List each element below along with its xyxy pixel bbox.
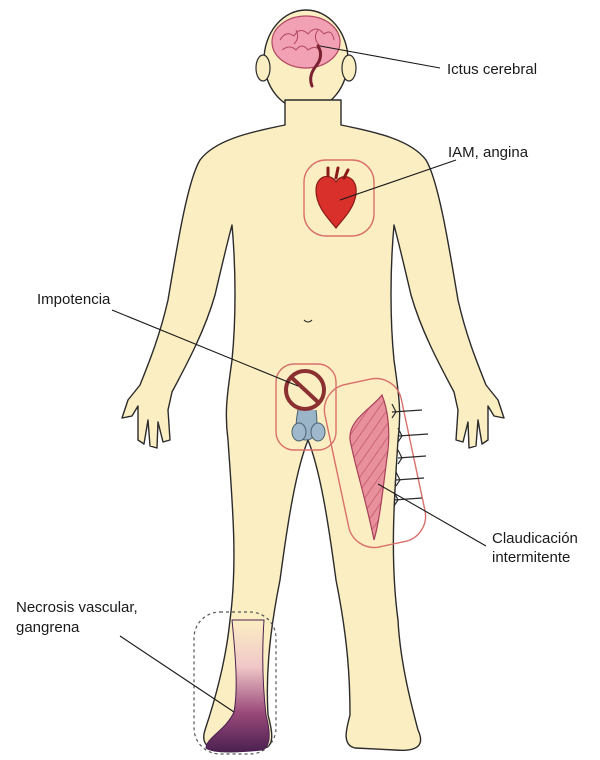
necrosis-leader <box>120 636 234 712</box>
claudication-label-line1: Claudicación <box>492 529 578 548</box>
heart-label: IAM, angina <box>448 143 528 162</box>
left-ear <box>256 55 270 81</box>
stroke-label: Ictus cerebral <box>447 60 537 79</box>
impotence-label: Impotencia <box>37 290 110 309</box>
necrosis-label-line1: Necrosis vascular, <box>16 598 138 617</box>
body-silhouette <box>122 10 504 750</box>
right-ear <box>342 55 356 81</box>
claudication-label-line2: intermitente <box>492 548 570 567</box>
necrosis-label-line2: gangrena <box>16 618 79 637</box>
